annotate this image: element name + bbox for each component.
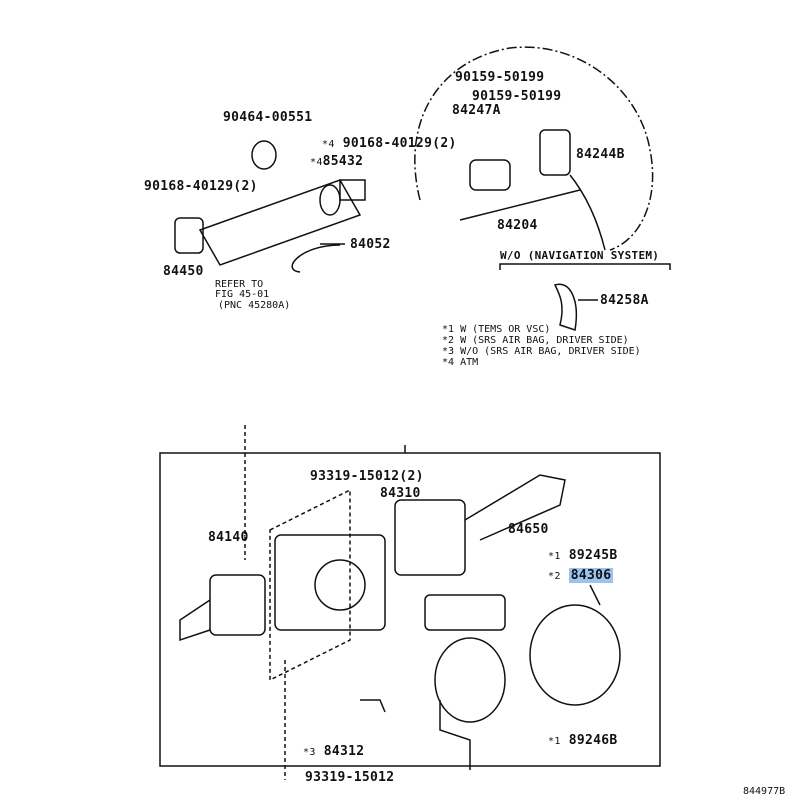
note-text: W (TEMS OR VSC) (460, 324, 551, 335)
refer-text: FIG 45-01 (215, 289, 270, 300)
switch-84244b (539, 129, 571, 176)
note-mark: *1 (442, 324, 455, 335)
note-mark: *3 (442, 346, 455, 357)
note-text: W (SRS AIR BAG, DRIVER SIDE) (460, 335, 629, 346)
wiper-lever-84650 (464, 474, 566, 541)
steering-wheel-outline (414, 46, 654, 251)
part-label: 90168-40129(2) (144, 179, 258, 194)
part-label: 90159-50199 (472, 89, 562, 104)
note-text: W/O (SRS AIR BAG, DRIVER SIDE) (460, 346, 641, 357)
switch-84247a (469, 159, 511, 191)
part-label: 84052 (350, 237, 391, 252)
wheel-spoke (459, 189, 581, 221)
part-84312 (360, 699, 386, 713)
part-label: 84247A (452, 103, 501, 118)
part-label: 84204 (497, 218, 538, 233)
combination-switch-body (274, 534, 386, 631)
switch-bore (314, 559, 366, 611)
column-end (319, 184, 341, 216)
part-label: 89246B (568, 733, 618, 748)
wire (569, 174, 606, 251)
spiral-cable-84306 (529, 604, 621, 706)
part-label: 84650 (508, 522, 549, 537)
note-mark: *3 (303, 747, 316, 758)
notes-legend: *1 W (TEMS OR VSC) *2 W (SRS AIR BAG, DR… (442, 324, 641, 368)
part-label: 84312 (323, 744, 365, 759)
part-label: 84450 (163, 264, 204, 279)
clamp-90464 (251, 140, 277, 170)
sensor-wire (439, 700, 471, 770)
part-label: 90464-00551 (223, 110, 313, 125)
dashed-guide (269, 488, 351, 682)
switch-85432 (339, 179, 366, 201)
note-mark: *4 (442, 357, 455, 368)
note-text: ATM (460, 357, 479, 368)
part-label-highlighted[interactable]: 84306 (568, 568, 614, 583)
sensor-89246b (434, 637, 506, 723)
refer-text: REFER TO (215, 279, 264, 290)
note-mark: *2 (548, 571, 561, 582)
part-label: 93319-15012 (305, 770, 395, 785)
figure-id: 844977B (743, 786, 786, 797)
part-label: 84244B (576, 147, 625, 162)
part-label: 84258A (600, 293, 649, 308)
steering-column (198, 179, 362, 266)
sensor-89245b (424, 594, 506, 631)
part-label: 89245B (568, 548, 618, 563)
switch-84650 (394, 499, 466, 576)
part-label: 84310 (380, 486, 421, 501)
part-label: 90159-50199 (455, 70, 545, 85)
part-label: 90168-40129(2) (342, 136, 457, 151)
assembly-box-84310 (159, 452, 661, 767)
nav-bracket (499, 263, 671, 270)
switch-84450 (174, 217, 204, 254)
wire-84052 (291, 244, 341, 273)
light-lever-84140 (179, 599, 211, 642)
note-mark: *1 (548, 551, 561, 562)
part-label: 84140 (208, 530, 249, 545)
nav-title: W/O (NAVIGATION SYSTEM) (500, 249, 660, 262)
note-mark: *1 (548, 736, 561, 747)
refer-text: (PNC 45280A) (218, 300, 291, 311)
note-mark: *4 (310, 157, 323, 168)
note-mark: *2 (442, 335, 455, 346)
part-label: 85432 (322, 154, 364, 169)
switch-84140 (209, 574, 266, 636)
part-label: 93319-15012(2) (310, 469, 424, 484)
leader (589, 584, 601, 606)
switch-84258a (553, 283, 577, 331)
note-mark: *4 (322, 139, 335, 150)
